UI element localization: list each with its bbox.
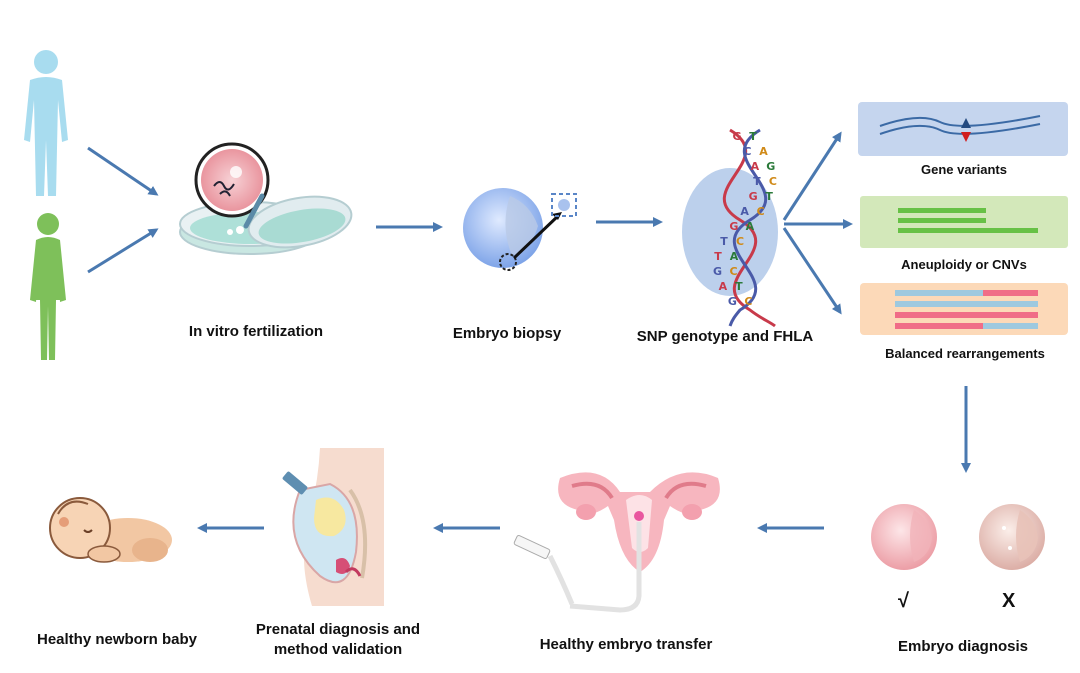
dna-base-letter: T <box>720 235 728 248</box>
dna-base-letter: G <box>729 220 738 233</box>
pregnancy-icon <box>282 448 384 606</box>
flow-arrows <box>87 131 971 533</box>
dna-base-letter: C <box>757 205 765 218</box>
label-embryo-transfer: Healthy embryo transfer <box>539 636 713 653</box>
dna-base-letter: A <box>759 145 768 158</box>
dna-base-letter: C <box>769 175 777 188</box>
dna-base-letter: A <box>719 280 728 293</box>
balanced-rearrangements-panel <box>860 283 1068 335</box>
dna-base-letter: C <box>736 235 744 248</box>
dna-base-letter: G <box>732 130 741 143</box>
dna-base-letter: G <box>766 160 775 173</box>
affected-embryo-icon <box>979 504 1045 570</box>
dna-base-letter: T <box>735 280 743 293</box>
petri-dish-icon <box>179 142 353 255</box>
female-figure-icon <box>30 213 66 360</box>
dna-base-letter: C <box>730 265 738 278</box>
aneuploidy-panel <box>860 196 1068 248</box>
arrow-male-to-ivf <box>87 146 159 196</box>
embryo-icon <box>463 188 577 271</box>
dna-base-letter: G <box>749 190 758 203</box>
label-newborn: Healthy newborn baby <box>36 631 198 648</box>
dna-base-letter: T <box>714 250 722 263</box>
uterus-icon <box>513 472 720 613</box>
label-balanced-rearrangements: Balanced rearrangements <box>885 346 1045 361</box>
label-embryo-biopsy: Embryo biopsy <box>452 325 562 342</box>
mark-fail: X <box>1002 590 1016 612</box>
dna-base-letter: T <box>749 130 757 143</box>
arrow-snp-to-balanced <box>782 227 842 315</box>
dna-base-letter: A <box>730 250 739 263</box>
dna-base-letter: A <box>746 220 755 233</box>
male-figure-icon <box>24 50 68 196</box>
dna-base-letter: T <box>753 175 761 188</box>
label-aneuploidy: Aneuploidy or CNVs <box>901 257 1027 272</box>
dna-base-letter: A <box>740 205 749 218</box>
arrow-female-to-ivf <box>87 228 159 274</box>
label-prenatal-line2: method validation <box>273 641 403 658</box>
baby-icon <box>49 497 172 563</box>
dna-base-letter: G <box>713 265 722 278</box>
arrow-snp-to-gene-variants <box>782 131 842 221</box>
dna-base-letter: G <box>728 295 737 308</box>
label-gene-variants: Gene variants <box>921 162 1007 177</box>
label-snp-genotype: SNP genotype and FHLA <box>636 328 814 345</box>
dna-base-letter: T <box>765 190 773 203</box>
healthy-embryo-icon <box>871 504 937 570</box>
mark-pass: √ <box>898 590 909 612</box>
dna-base-letter: C <box>744 295 752 308</box>
gene-variants-panel <box>858 102 1068 156</box>
dna-base-letter: A <box>751 160 760 173</box>
dna-base-letter: C <box>743 145 751 158</box>
label-prenatal-line1: Prenatal diagnosis and <box>255 621 421 638</box>
label-embryo-diagnosis: Embryo diagnosis <box>897 638 1029 655</box>
label-ivf: In vitro fertilization <box>188 323 324 340</box>
